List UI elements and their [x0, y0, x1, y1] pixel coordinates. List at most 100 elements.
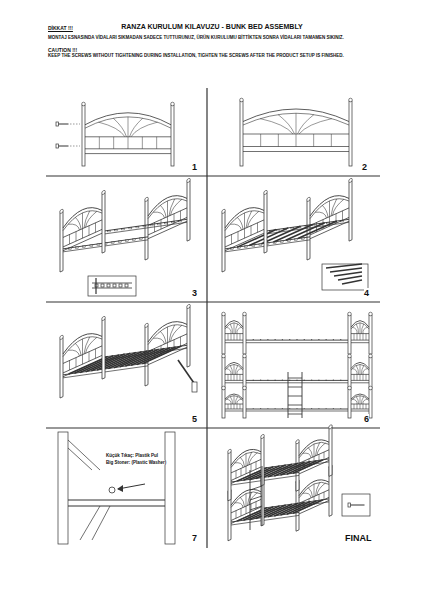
fan-bar — [237, 399, 242, 404]
bottom-rail — [243, 151, 349, 152]
fan-bar — [235, 324, 237, 334]
top-rail — [299, 437, 329, 458]
screw — [348, 503, 365, 507]
slat-end — [275, 408, 276, 410]
slat — [338, 276, 362, 280]
panel-4 — [222, 178, 368, 290]
slat-end — [260, 379, 261, 381]
fan-bar — [352, 399, 357, 404]
slat-end — [253, 408, 254, 410]
bed-frame — [228, 464, 333, 541]
spindle — [231, 334, 232, 341]
spindle — [357, 334, 358, 341]
spindle — [231, 235, 232, 245]
top-rail — [310, 189, 349, 216]
slat-end — [304, 339, 305, 341]
frame-line — [68, 448, 92, 470]
slat-end — [311, 379, 312, 381]
bottom-rail — [225, 229, 264, 247]
top-rail — [299, 475, 329, 496]
slat-end — [326, 379, 327, 381]
fan-bar — [322, 203, 328, 220]
part-name: Küçük Tıkaç: Plastik Pul — [106, 453, 158, 458]
spindle — [99, 137, 100, 149]
post-finial — [243, 312, 247, 316]
screw-shank — [59, 146, 69, 147]
top-rail — [148, 189, 187, 216]
bottom-rail — [225, 411, 243, 412]
fan-bar — [363, 399, 368, 404]
arrow-head — [117, 485, 123, 492]
slat — [274, 462, 304, 476]
rail-hole — [125, 240, 128, 242]
fan-bar — [363, 327, 368, 333]
rail-hole — [122, 228, 125, 230]
bottom-rail — [351, 342, 369, 343]
fan-bar — [302, 489, 311, 501]
bed-post — [243, 315, 246, 354]
panel-5 — [60, 304, 197, 398]
slat-end — [282, 408, 283, 410]
slat — [330, 268, 362, 272]
rail-hole — [259, 244, 262, 246]
slat-end — [296, 379, 297, 381]
post-finial — [187, 304, 191, 309]
slat — [274, 224, 313, 242]
slat-end — [326, 408, 327, 410]
screw-shank — [59, 124, 69, 125]
fan-bar — [235, 365, 237, 374]
fan-bar — [237, 369, 242, 375]
fan-bar — [113, 118, 126, 137]
warning-note: KEEP THE SCREWS WITHOUT TIGHTENING DURIN… — [48, 53, 383, 58]
rail-hole — [252, 245, 255, 247]
slat-end — [260, 339, 261, 341]
slat-end — [326, 339, 327, 341]
headboard — [240, 98, 353, 166]
top-rail — [63, 201, 102, 228]
top-rail — [148, 192, 187, 218]
slat-end — [267, 339, 268, 341]
fan-bar — [361, 397, 363, 404]
spindle — [89, 226, 90, 236]
top-rail — [63, 204, 102, 230]
rail-hole — [90, 245, 93, 247]
fan-bar — [99, 122, 125, 137]
plastic-washer — [109, 487, 115, 493]
post-finial — [102, 316, 106, 321]
bottom-rail — [231, 467, 261, 481]
screw — [56, 122, 69, 126]
spindle — [360, 404, 361, 409]
post-finial — [222, 312, 226, 316]
rail-hole — [340, 220, 343, 222]
headboard — [228, 434, 265, 501]
spindle — [324, 452, 325, 460]
side-rail — [246, 411, 348, 412]
bottom-rail — [351, 411, 369, 412]
ladder-rung — [288, 387, 302, 388]
screw-head — [348, 503, 351, 507]
rail-hole — [178, 220, 181, 222]
fan-bar — [249, 453, 258, 465]
fan-bar — [160, 203, 166, 220]
headboard — [145, 304, 191, 386]
screw-head — [56, 144, 59, 148]
spindle — [156, 137, 157, 149]
post-finial — [369, 386, 373, 390]
step-number: 5 — [192, 414, 197, 425]
bed-post — [222, 389, 225, 418]
panel-1 — [56, 102, 174, 166]
slat — [326, 264, 362, 268]
post-finial — [348, 386, 352, 390]
spindle — [180, 337, 181, 347]
side-view-bed — [222, 312, 373, 354]
rail-hole — [171, 221, 174, 223]
warning-heading: DİKKAT !!! — [48, 25, 73, 31]
bed-post — [264, 193, 267, 253]
side-rail — [68, 506, 165, 507]
fan-bar — [82, 339, 83, 355]
headboard — [222, 354, 247, 388]
fan-bar — [299, 119, 332, 134]
bed-post — [222, 357, 225, 388]
post-finial — [264, 190, 268, 195]
post-finial — [348, 312, 352, 316]
